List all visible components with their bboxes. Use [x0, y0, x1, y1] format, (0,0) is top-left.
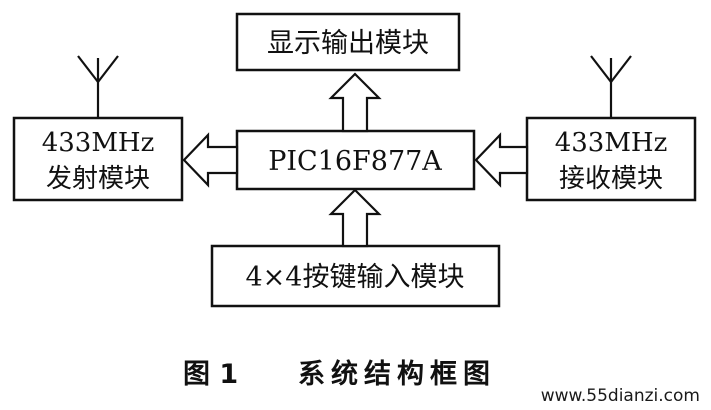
keypad-module-label: 4×4按键输入模块: [246, 262, 465, 293]
rx-module-box: [525, 116, 697, 202]
display-module-box: [235, 12, 461, 72]
rx-module-block: 433MHz 接收模块: [525, 116, 697, 202]
mcu-label: PIC16F877A: [268, 146, 442, 177]
arrow-rx-to-mcu: [474, 132, 529, 188]
tx-module-name: 发射模块: [46, 164, 150, 194]
keypad-module-block: 4×4按键输入模块: [210, 244, 501, 308]
display-module-block: 显示输出模块: [235, 12, 461, 72]
mcu-block: PIC16F877A: [235, 129, 476, 191]
tx-module-freq: 433MHz: [42, 128, 155, 158]
figure-number: 图 1: [183, 359, 238, 390]
display-module-label: 显示输出模块: [267, 28, 429, 59]
arrow-mcu-to-display: [328, 72, 382, 133]
keypad-module-box: [210, 244, 501, 308]
arrow-keypad-to-mcu: [328, 188, 382, 248]
rx-module-name: 接收模块: [559, 164, 663, 194]
arrow-mcu-to-tx: [182, 132, 239, 188]
site-watermark: www.55dianzi.com: [541, 386, 700, 406]
mcu-box: [235, 129, 476, 191]
figure-title: 系统结构框图: [298, 358, 496, 390]
rx-antenna-icon: [590, 55, 632, 118]
tx-antenna-icon: [77, 55, 119, 118]
tx-module-block: 433MHz 发射模块: [12, 116, 184, 202]
rx-module-freq: 433MHz: [555, 128, 668, 158]
